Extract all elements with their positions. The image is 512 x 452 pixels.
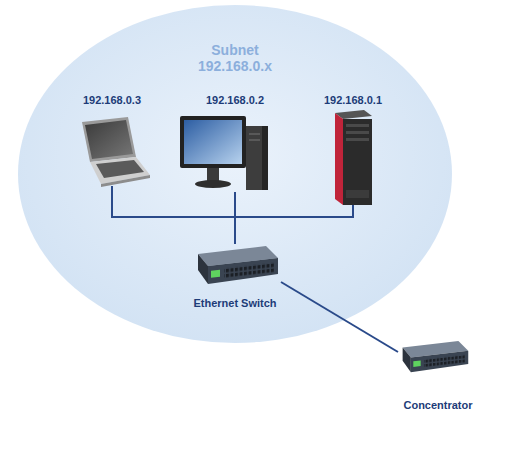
subnet-label: Subnet <box>0 42 472 58</box>
device-label: 192.168.0.3 <box>54 94 170 107</box>
desktop-node: 192.168.0.2 <box>186 92 284 192</box>
subnet-label: 192.168.0.x <box>0 58 472 74</box>
switch-node: Ethernet Switch <box>189 244 281 310</box>
concentrator-illustration <box>403 341 469 372</box>
subnet-ellipse: Subnet192.168.0.x192.168.0.3192.168.0.21… <box>18 5 452 343</box>
server-node: 192.168.0.1 <box>318 92 388 205</box>
device-label: 192.168.0.2 <box>166 94 304 107</box>
device-label: Ethernet Switch <box>169 297 301 310</box>
device-label: Concentrator <box>378 399 498 412</box>
concentrator-node: Concentrator <box>398 338 478 412</box>
laptop-node: 192.168.0.3 <box>74 92 150 186</box>
device-label: 192.168.0.1 <box>298 94 408 107</box>
